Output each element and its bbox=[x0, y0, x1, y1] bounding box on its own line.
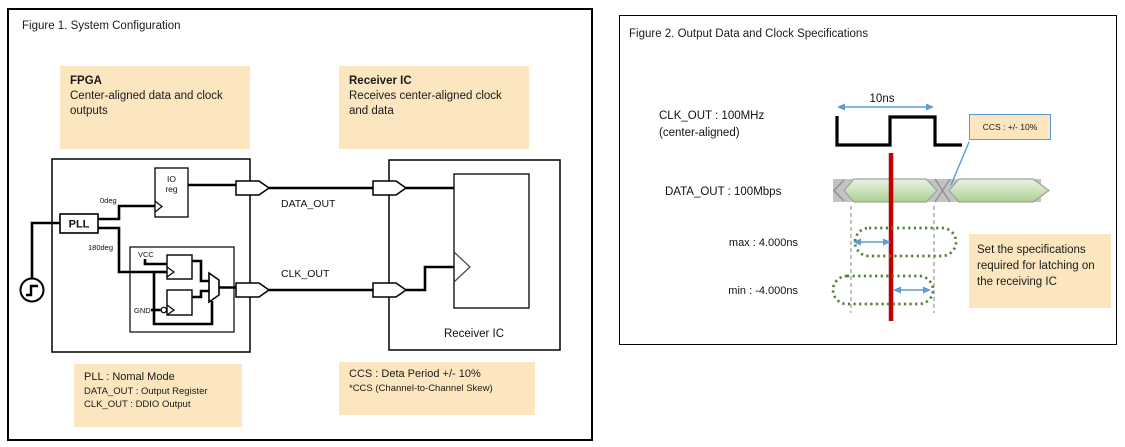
signal-wires bbox=[30, 183, 454, 326]
receiver-note-body: Receives center-aligned clock and data bbox=[349, 89, 502, 117]
ccs-definition-note-box: CCS : Deta Period +/- 10% *CCS (Channel-… bbox=[339, 362, 535, 415]
clock-waveform bbox=[835, 115, 962, 147]
figure1-title: Figure 1. System Configuration bbox=[22, 20, 181, 32]
pll-note-line1: PLL : Nomal Mode bbox=[84, 371, 175, 383]
ccs-note-line1: CCS : Deta Period +/- 10% bbox=[349, 368, 481, 380]
inverted-clock-bubble-icon bbox=[160, 306, 168, 314]
io-reg-label-2: reg bbox=[165, 184, 178, 194]
figure2-panel: Figure 2. Output Data and Clock Specific… bbox=[619, 15, 1117, 345]
crossing-diagonal-2 bbox=[934, 178, 951, 203]
data-eye-band bbox=[832, 178, 1051, 203]
ccs-callout-box: CCS : +/- 10% bbox=[969, 114, 1051, 140]
min-skew-label: min : -4.000ns bbox=[728, 285, 798, 297]
clk-row-label: CLK_OUT : 100MHz bbox=[659, 110, 764, 122]
receiver-clk-buffer bbox=[372, 282, 408, 298]
receiver-clock-triangle-icon bbox=[453, 251, 471, 283]
phase-0deg-label: 0deg bbox=[100, 196, 117, 205]
fpga-clk-buffer bbox=[235, 282, 271, 298]
phase-180deg-label: 180deg bbox=[88, 243, 113, 252]
fpga-data-buffer bbox=[235, 180, 271, 196]
clock-source-icon bbox=[19, 277, 45, 303]
receiver-register-box bbox=[453, 173, 530, 309]
pll-0deg-wire bbox=[98, 204, 155, 221]
pll-mode-note-box: PLL : Nomal Mode DATA_OUT : Output Regis… bbox=[74, 364, 242, 427]
timing-diagram: 10ns bbox=[659, 93, 1051, 321]
receiver-data-buffer bbox=[372, 180, 408, 196]
fpga-note-title: FPGA bbox=[70, 75, 102, 87]
vcc-label: VCC bbox=[138, 250, 154, 259]
pll-note-line3: CLK_OUT : DDIO Output bbox=[84, 399, 191, 411]
max-skew-window bbox=[853, 226, 958, 258]
figure2-title: Figure 2. Output Data and Clock Specific… bbox=[629, 28, 869, 40]
period-arrow bbox=[837, 103, 934, 111]
ddio-box bbox=[129, 246, 235, 333]
clk-row-sublabel: (center-aligned) bbox=[659, 127, 740, 139]
io-buffers bbox=[235, 180, 408, 298]
gnd-label: GND bbox=[134, 306, 151, 315]
bottom-register-clock-triangle-icon bbox=[166, 304, 176, 316]
io-reg-box bbox=[154, 167, 189, 218]
system-configuration-diagram: PLL IO reg 0deg 180deg VC bbox=[19, 158, 561, 353]
vcc-wire bbox=[143, 259, 167, 266]
max-skew-label: max : 4.000ns bbox=[729, 237, 799, 249]
data-row-label: DATA_OUT : 100Mbps bbox=[665, 186, 782, 198]
receiver-note-box: Receiver IC Receives center-aligned cloc… bbox=[339, 66, 529, 149]
ddio-bottom-register bbox=[166, 289, 193, 316]
data-eye-2 bbox=[948, 178, 1051, 203]
ccs-note-line2: *CCS (Channel-to-Channel Skew) bbox=[349, 382, 493, 394]
ddio-mux bbox=[208, 271, 220, 304]
top-register-out-wire bbox=[192, 259, 209, 283]
max-skew-arrow bbox=[853, 238, 891, 246]
min-skew-arrow bbox=[893, 286, 931, 294]
period-label: 10ns bbox=[870, 93, 895, 105]
receiver-ic-label: Receiver IC bbox=[444, 328, 504, 340]
figure1-panel: Figure 1. System Configuration bbox=[7, 8, 593, 441]
receiver-box bbox=[388, 159, 561, 351]
eye-band-left-chevron bbox=[832, 179, 845, 202]
pll-label: PLL bbox=[69, 219, 90, 231]
receiver-clk-wire bbox=[406, 265, 454, 292]
min-skew-window bbox=[831, 274, 935, 306]
ccs-callout-leader bbox=[950, 141, 970, 186]
pll-note-line2: DATA_OUT : Output Register bbox=[84, 385, 208, 397]
pll-180deg-wire bbox=[98, 226, 154, 274]
io-reg-clock-triangle-icon bbox=[154, 200, 163, 213]
top-register-clock-triangle-icon bbox=[166, 266, 176, 278]
clock-source-wire bbox=[30, 221, 60, 279]
receiver-note-title: Receiver IC bbox=[349, 75, 412, 87]
fpga-note-box: FPGA Center-aligned data and clock outpu… bbox=[60, 66, 250, 149]
latching-spec-note-box: Set the specifications required for latc… bbox=[969, 234, 1111, 308]
clk-out-label: CLK_OUT bbox=[281, 268, 330, 280]
window-edge-guides bbox=[850, 206, 935, 313]
pll-box bbox=[59, 213, 99, 234]
fpga-note-body: Center-aligned data and clock outputs bbox=[70, 89, 223, 117]
ddio-top-register bbox=[166, 254, 193, 280]
ddio-clock-spine-wire bbox=[152, 272, 214, 326]
bottom-register-out-wire bbox=[192, 289, 209, 299]
io-reg-label-1: IO bbox=[167, 174, 176, 184]
data-out-label: DATA_OUT bbox=[281, 198, 336, 210]
fpga-box bbox=[51, 158, 251, 353]
